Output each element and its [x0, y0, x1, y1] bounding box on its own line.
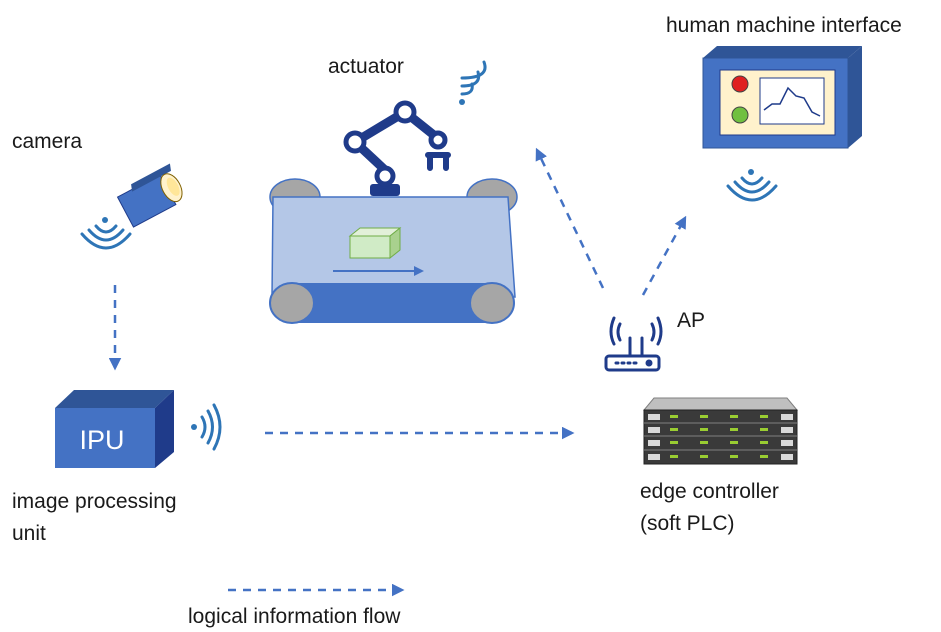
edge-controller-label-line1: edge controller: [640, 480, 779, 503]
flow-edge-to-actuator: [535, 147, 605, 289]
legend-label: logical information flow: [188, 605, 401, 628]
ipu-label-line2: unit: [12, 522, 46, 545]
wifi-signal-icon: [191, 403, 222, 451]
ap-label: AP: [677, 309, 706, 332]
conveyor-icon: [269, 178, 518, 324]
wifi-signal-icon: [459, 60, 487, 105]
camera-icon: [116, 163, 183, 228]
ipu-label-line1: image processing: [12, 490, 177, 513]
edge-controller-label-line2: (soft PLC): [640, 512, 735, 535]
actuator-label: actuator: [328, 55, 404, 78]
camera-label: camera: [12, 130, 83, 153]
flow-edge-to-hmi: [641, 215, 687, 296]
hmi-screen-icon: [702, 46, 862, 149]
hmi-label: human machine interface: [666, 14, 902, 37]
wifi-signal-icon: [80, 217, 132, 250]
robot-arm-icon: [343, 100, 451, 196]
flow-arrows: [108, 147, 687, 597]
ipu-box-icon: IPU: [55, 390, 174, 468]
wifi-signal-icon: [726, 169, 778, 202]
router-icon: [604, 316, 663, 372]
server-icon: [642, 397, 799, 465]
ipu-box-label: IPU: [79, 425, 124, 455]
